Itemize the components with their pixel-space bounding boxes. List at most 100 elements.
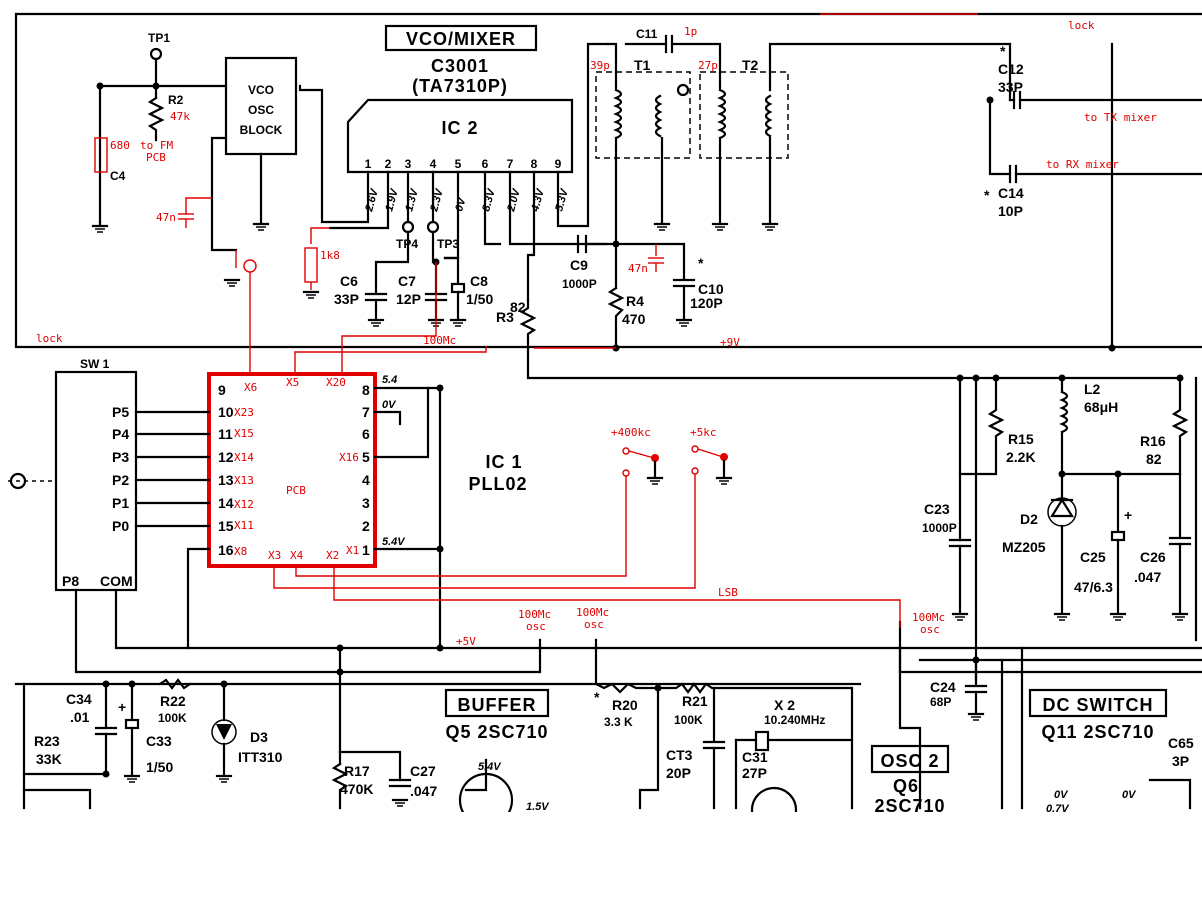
d3-value: ITT310 (238, 749, 283, 765)
cap-47n-left: 47n (156, 211, 176, 224)
r20-label: R20 (612, 697, 638, 713)
sw1-label: SW 1 (80, 357, 110, 371)
ic2-pin-voltage: 4.3V (529, 186, 547, 214)
ic1-left-pin: 13 (218, 472, 234, 488)
r21-value: 100K (674, 713, 703, 727)
x12-label: X12 (234, 498, 254, 511)
ic2-leads (298, 42, 610, 302)
ic1-right-pin: 2 (362, 518, 370, 534)
c26-label: C26 (1140, 549, 1166, 565)
r15-value: 2.2K (1006, 449, 1036, 465)
t1-label: T1 (634, 57, 651, 73)
c24-value: 68P (930, 695, 951, 709)
dc-switch-title: DC SWITCH (1043, 695, 1154, 715)
tp1-label: TP1 (148, 31, 170, 45)
ic1-name: IC 1 (485, 452, 522, 472)
v5-label: +5V (456, 635, 476, 648)
sw1-pin-label: P3 (112, 449, 129, 465)
c9-label: C9 (570, 257, 588, 273)
c26-value: .047 (1134, 569, 1161, 585)
r23-value: 33K (36, 751, 62, 767)
q5-volt: 5.4V (478, 761, 502, 773)
c4-label: C4 (110, 169, 126, 183)
r2-value: 47k (170, 110, 190, 123)
sw1-pin-label: COM (100, 573, 133, 589)
mc100-label: 100Mc (423, 334, 456, 347)
osc2-q: Q6 (893, 776, 919, 796)
l2-value: 68μH (1084, 399, 1118, 415)
r-1k8: 1k8 (320, 249, 340, 262)
c12-value: 33P (998, 79, 1023, 95)
buffer-title: BUFFER (458, 695, 537, 715)
ic1-right-pin: 7 (362, 404, 370, 420)
x14-label: X14 (234, 451, 254, 464)
ic2-pin: 3 (405, 157, 412, 171)
sw1-pin-label: P1 (112, 495, 129, 511)
ic2-pin: 7 (507, 157, 514, 171)
osc2-part: 2SC710 (874, 796, 945, 816)
ic1-body (207, 372, 377, 568)
ic1-volt-8: 5.4 (382, 374, 397, 386)
c24-label: C24 (930, 679, 956, 695)
ic2-type: (TA7310P) (412, 76, 508, 96)
buffer-stage: BUFFER Q5 2SC710 5.4V 1.5V R17 470K C27 … (331, 644, 550, 828)
to-fm-line2: PCB (146, 151, 166, 164)
d2-label: D2 (1020, 511, 1038, 527)
tp3-label: TP3 (437, 237, 459, 251)
osc100-c-2: osc (920, 623, 940, 636)
c10-value: 120P (690, 295, 723, 311)
lsb-label: LSB (718, 586, 738, 599)
v9-label: +9V (720, 336, 740, 349)
c31-value: 27P (742, 765, 767, 781)
ic1-left-pin: 11 (218, 426, 233, 442)
r17-value: 470K (340, 781, 373, 797)
sw1-pin-label: P2 (112, 472, 129, 488)
r4-value: 470 (622, 311, 646, 327)
t2-cap: 27p (698, 59, 718, 72)
ic2-pin: 1 (365, 157, 372, 171)
ic1-right-pin: 3 (362, 495, 370, 511)
c11-label: C11 (636, 27, 658, 41)
ic2-pin-voltage: 2.6V (363, 186, 381, 214)
c65-label: C65 (1168, 735, 1194, 751)
ic1-left-pin: 12 (218, 449, 234, 465)
x16-label: X16 (339, 451, 359, 464)
kc400-label: +400kc (611, 426, 651, 439)
c6-c7-c8: TP4 TP3 C6 33P C7 12P C8 1/50 (334, 220, 493, 328)
c11-value: 1p (684, 25, 697, 38)
lower-bus: C24 68P DC SWITCH Q11 2SC710 C65 3P 0V 0… (14, 646, 1202, 815)
vco-osc-block: TP1 VCO OSC BLOCK R2 C4 (91, 31, 298, 288)
ic2-pin-voltage: 0V (453, 195, 469, 213)
osc100-b-2: osc (584, 618, 604, 631)
ic2-pin: 4 (430, 157, 437, 171)
ic1-left-pin: 15 (218, 518, 234, 534)
ic2-pin: 2 (385, 157, 392, 171)
c12-asterisk: * (1000, 43, 1006, 59)
ic1-left-pin: 16 (218, 542, 234, 558)
knob-icon (9, 472, 27, 490)
pcb-label: PCB (286, 484, 306, 497)
ic1-right-pin: 4 (362, 472, 370, 488)
ic1-left-pin: 14 (218, 495, 234, 511)
c14-value: 10P (998, 203, 1023, 219)
vco-label-2: OSC (248, 103, 274, 117)
ct3-value: 20P (666, 765, 691, 781)
ic2-pin: 5 (455, 157, 462, 171)
dc-0v-2: 0V (1122, 789, 1137, 801)
c33-label: C33 (146, 733, 172, 749)
ic2-pin-voltage: 2.3V (428, 186, 446, 214)
r4-label: R4 (626, 293, 644, 309)
to-rx-mixer: to RX mixer (1046, 158, 1119, 171)
ic1-right-pin: 6 (362, 426, 370, 442)
ic1-right-pin: 8 (362, 382, 370, 398)
sw1-pin-label: P0 (112, 518, 129, 534)
sw1-pin-label: P4 (112, 426, 129, 442)
vco-mixer-title: VCO/MIXER (406, 29, 516, 49)
r16-value: 82 (1146, 451, 1162, 467)
t2-label: T2 (742, 57, 759, 73)
